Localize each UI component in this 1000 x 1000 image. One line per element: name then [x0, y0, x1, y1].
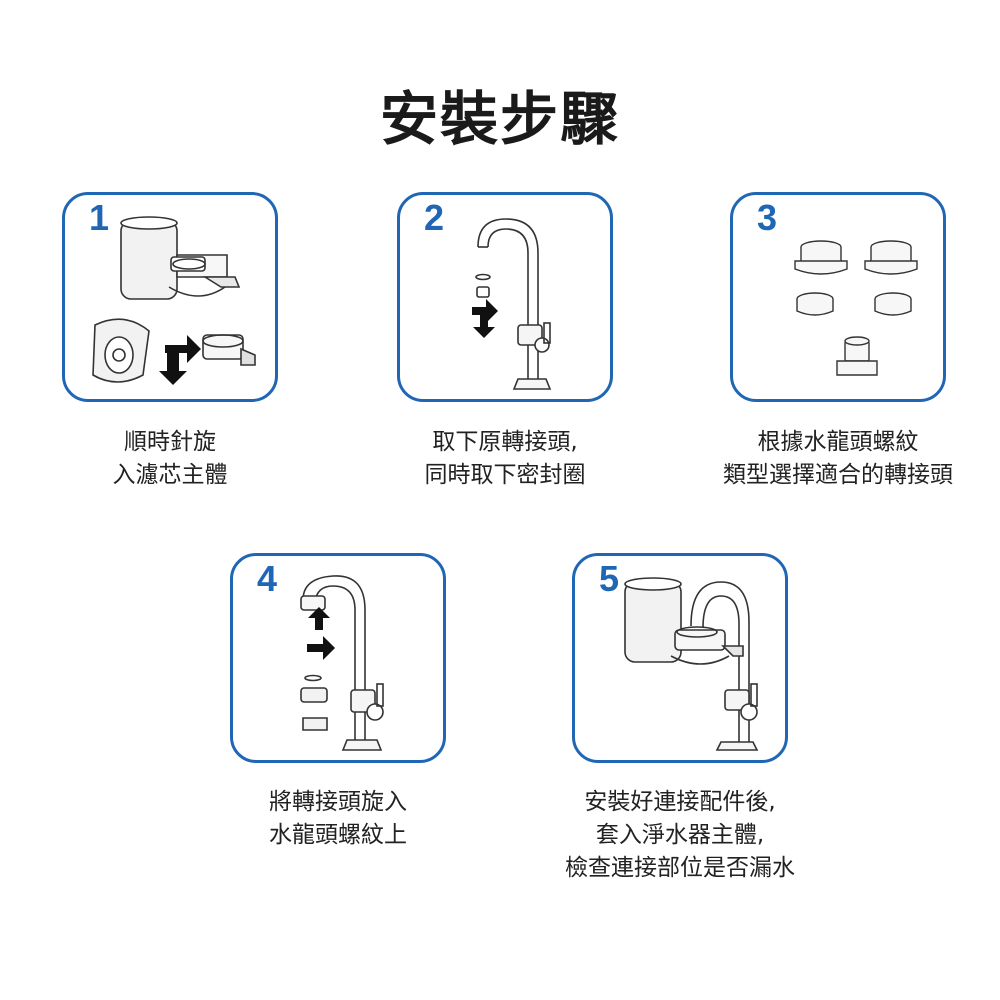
step-1-number: 1: [89, 197, 110, 238]
step-4-card: 4: [230, 553, 446, 763]
caption-line: 順時針旋: [124, 429, 216, 455]
step-2-number: 2: [424, 197, 445, 238]
step-3-number: 3: [757, 197, 778, 238]
caption-line: 類型選擇適合的轉接頭: [723, 462, 953, 488]
step-1-caption: 順時針旋 入濾芯主體: [62, 426, 278, 492]
filter-mounted-faucet-illustration: [624, 577, 759, 751]
step-3-caption: 根據水龍頭螺紋 類型選擇適合的轉接頭: [700, 426, 976, 492]
caption-line: 根據水龍頭螺紋: [757, 429, 919, 455]
step-5-card: 5: [572, 553, 788, 763]
step-4-number: 4: [257, 558, 278, 599]
caption-line: 將轉接頭旋入: [269, 789, 407, 815]
step-1-card: 1: [62, 192, 278, 402]
caption-line: 入濾芯主體: [112, 462, 228, 488]
caption-line: 安裝好連接配件後,: [584, 789, 776, 815]
step-2-card: 2: [397, 192, 613, 402]
step-2-caption: 取下原轉接頭, 同時取下密封圈: [397, 426, 613, 492]
faucet-install-adapter-illustration: [300, 575, 384, 751]
caption-line: 套入淨水器主體,: [595, 822, 765, 848]
step-5-number: 5: [599, 558, 620, 599]
step-4-caption: 將轉接頭旋入 水龍頭螺紋上: [220, 786, 456, 852]
faucet-remove-adapter-illustration: [472, 218, 552, 390]
step-5-caption: 安裝好連接配件後, 套入淨水器主體, 檢查連接部位是否漏水: [530, 786, 830, 885]
caption-line: 檢查連接部位是否漏水: [565, 855, 795, 881]
page-title: 安裝步驟: [379, 85, 620, 153]
adapter-options-illustration: [794, 240, 918, 376]
caption-line: 同時取下密封圈: [424, 462, 586, 488]
step-3-card: 3: [730, 192, 946, 402]
caption-line: 水龍頭螺紋上: [269, 822, 407, 848]
filter-rotate-illustration: [92, 216, 256, 385]
caption-line: 取下原轉接頭,: [432, 429, 578, 455]
